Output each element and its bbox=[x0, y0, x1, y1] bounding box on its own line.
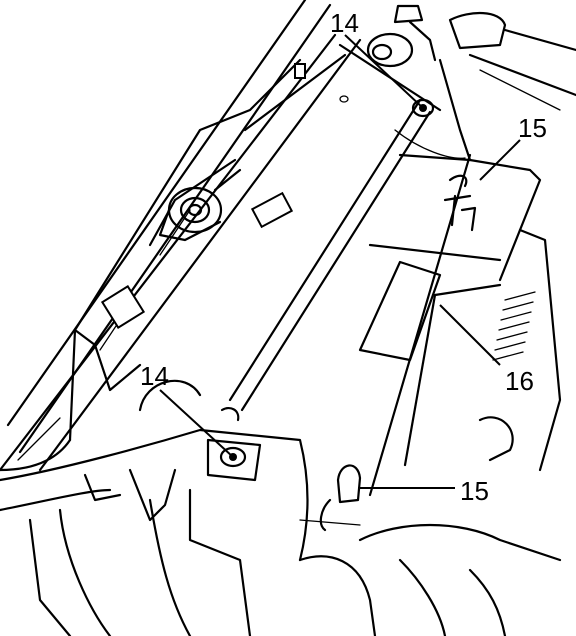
vent-grille bbox=[492, 291, 536, 361]
leader-lines bbox=[159, 34, 521, 489]
panel-tab bbox=[294, 63, 306, 79]
reservoir-cap bbox=[158, 168, 242, 242]
callout-14-lower: 14 bbox=[140, 361, 169, 391]
fender-lines bbox=[0, 0, 362, 472]
label-recess bbox=[250, 191, 294, 229]
callout-14-upper: 14 bbox=[330, 8, 359, 38]
callout-16: 16 bbox=[505, 366, 534, 396]
leader-14-upper bbox=[344, 34, 424, 109]
right-cover bbox=[358, 153, 562, 472]
callout-15-lower: 15 bbox=[460, 476, 489, 506]
top-right-components bbox=[448, 11, 576, 111]
callout-labels: 14 15 14 16 15 bbox=[140, 8, 547, 506]
lower-bolt-assembly bbox=[138, 379, 262, 482]
upper-bolt-assembly bbox=[366, 4, 472, 162]
callout-15-upper: 15 bbox=[518, 113, 547, 143]
lower-clip bbox=[319, 464, 362, 532]
bracket-block bbox=[100, 284, 146, 330]
cover-panel bbox=[228, 43, 472, 497]
cover-marking bbox=[443, 174, 477, 232]
leader-15-upper bbox=[479, 139, 521, 181]
leader-16 bbox=[439, 304, 501, 366]
front-crossmember bbox=[0, 428, 562, 636]
leader-14-lower bbox=[159, 389, 234, 458]
